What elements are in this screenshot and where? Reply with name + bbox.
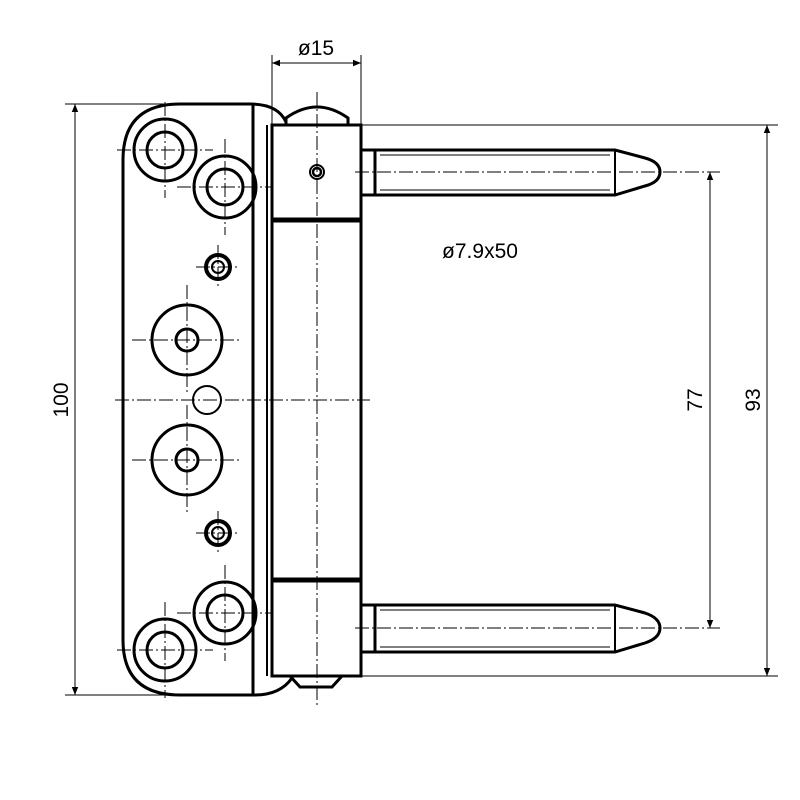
dimension-knuckle-height: 93 <box>361 124 778 677</box>
dim-label-pin-spec: ø7.9x50 <box>442 240 518 263</box>
bottom-cap <box>288 674 344 689</box>
hole-countersunk <box>117 102 213 198</box>
dim-label-knuckle-height: 93 <box>742 388 765 411</box>
dim-label-plate-height: 100 <box>50 382 73 417</box>
dim-label-knuckle-diameter: ø15 <box>298 37 334 60</box>
screw-holes <box>115 102 370 698</box>
hole-adjuster <box>132 285 242 395</box>
hole-small <box>196 245 240 289</box>
pin-top <box>355 148 720 197</box>
dimension-pin-spacing: 77 <box>684 172 714 628</box>
hole-adjuster <box>132 405 242 515</box>
dim-label-pin-spacing: 77 <box>684 388 707 411</box>
hole-countersunk <box>117 602 213 698</box>
top-cap <box>284 105 350 124</box>
dimension-knuckle-diameter: ø15 <box>271 37 362 125</box>
hole-small <box>196 511 240 555</box>
hole-center <box>115 385 370 415</box>
hole-countersunk <box>177 565 273 661</box>
pin-bottom <box>355 603 720 654</box>
hole-countersunk <box>177 139 273 235</box>
dimension-plate-height: 100 <box>50 103 165 696</box>
